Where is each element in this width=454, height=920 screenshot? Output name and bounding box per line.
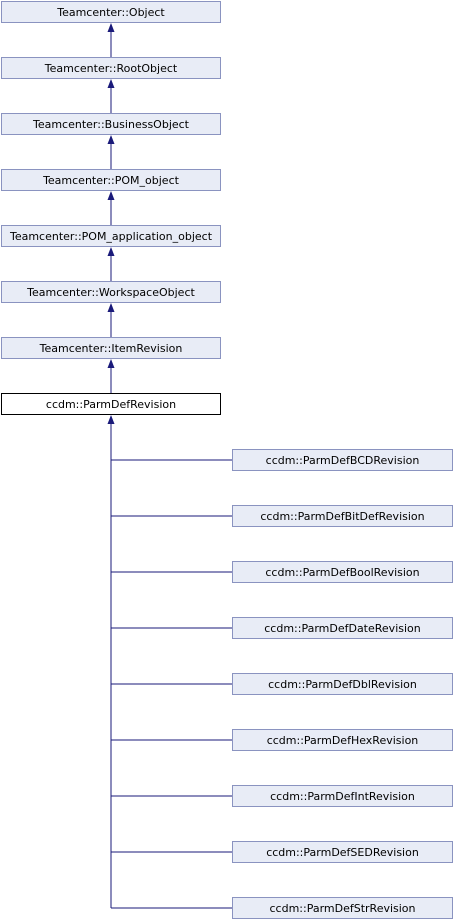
node-label: ccdm::ParmDefIntRevision [270, 789, 415, 803]
node-label: Teamcenter::BusinessObject [32, 117, 189, 131]
node-label: Teamcenter::WorkspaceObject [27, 285, 195, 299]
node-ccdm-parmdefhexrevision[interactable]: ccdm::ParmDefHexRevision [232, 729, 453, 751]
inheritance-arrowhead [107, 135, 115, 144]
node-ccdm-parmdefboolrevision[interactable]: ccdm::ParmDefBoolRevision [232, 561, 453, 583]
node-teamcenter-rootobject[interactable]: Teamcenter::RootObject [1, 57, 221, 79]
inheritance-arrowhead [107, 23, 115, 32]
node-ccdm-parmdefsedrevision[interactable]: ccdm::ParmDefSEDRevision [232, 841, 453, 863]
node-label: Teamcenter::Object [57, 5, 165, 19]
node-label: ccdm::ParmDefDateRevision [264, 621, 421, 635]
node-label: ccdm::ParmDefBCDRevision [265, 453, 420, 467]
node-ccdm-parmdefdaterevision[interactable]: ccdm::ParmDefDateRevision [232, 617, 453, 639]
node-label: Teamcenter::ItemRevision [39, 341, 183, 355]
inheritance-arrowhead [107, 79, 115, 88]
inheritance-arrowhead [107, 303, 115, 312]
node-teamcenter-workspaceobject[interactable]: Teamcenter::WorkspaceObject [1, 281, 221, 303]
node-ccdm-parmdefrevision-current: ccdm::ParmDefRevision [1, 393, 221, 415]
inheritance-arrowhead [107, 247, 115, 256]
node-label: Teamcenter::POM_application_object [9, 229, 213, 243]
node-ccdm-parmdefintrevision[interactable]: ccdm::ParmDefIntRevision [232, 785, 453, 807]
node-label: ccdm::ParmDefHexRevision [266, 733, 419, 747]
node-label: Teamcenter::POM_object [43, 173, 179, 187]
node-teamcenter-itemrevision[interactable]: Teamcenter::ItemRevision [1, 337, 221, 359]
inheritance-arrowhead [107, 191, 115, 200]
node-label: ccdm::ParmDefDblRevision [268, 677, 417, 691]
node-label: ccdm::ParmDefRevision [45, 397, 177, 411]
node-ccdm-parmdefdblrevision[interactable]: ccdm::ParmDefDblRevision [232, 673, 453, 695]
node-teamcenter-object[interactable]: Teamcenter::Object [1, 1, 221, 23]
node-teamcenter-pom-object[interactable]: Teamcenter::POM_object [1, 169, 221, 191]
node-label: ccdm::ParmDefSEDRevision [266, 845, 419, 859]
inheritance-arrowhead [107, 415, 115, 424]
node-ccdm-parmdefbitdefrevision[interactable]: ccdm::ParmDefBitDefRevision [232, 505, 453, 527]
node-ccdm-parmdefstrrevision[interactable]: ccdm::ParmDefStrRevision [232, 897, 453, 919]
node-label: ccdm::ParmDefBitDefRevision [260, 509, 425, 523]
node-label: ccdm::ParmDefStrRevision [269, 901, 416, 915]
node-label: Teamcenter::RootObject [44, 61, 178, 75]
node-teamcenter-pom-application-object[interactable]: Teamcenter::POM_application_object [1, 225, 221, 247]
node-teamcenter-businessobject[interactable]: Teamcenter::BusinessObject [1, 113, 221, 135]
inheritance-arrowhead [107, 359, 115, 368]
node-ccdm-parmdefbcdrevision[interactable]: ccdm::ParmDefBCDRevision [232, 449, 453, 471]
node-label: ccdm::ParmDefBoolRevision [265, 565, 420, 579]
